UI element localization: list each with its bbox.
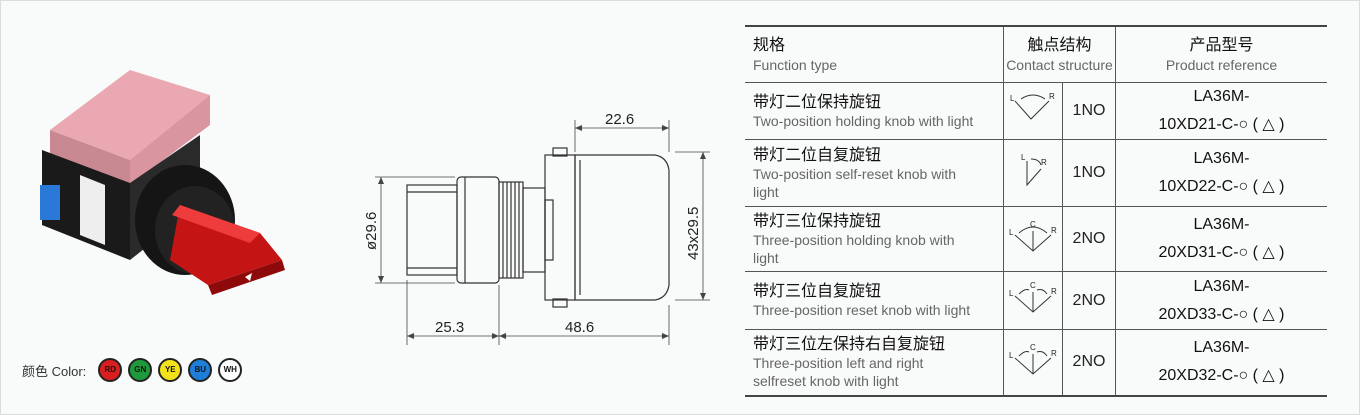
product-photo [40, 70, 285, 295]
contact-diagram: L C R [1003, 271, 1063, 330]
contact-value: 1NO [1062, 82, 1116, 140]
header-function-cn: 规格 [753, 36, 786, 54]
color-code: RD [104, 365, 117, 374]
product-cell: LA36M- 10XD22-C-○ ( △ ) [1115, 139, 1327, 207]
contact-value: 1NO [1062, 139, 1116, 207]
svg-text:C: C [1030, 220, 1036, 229]
contact-diagram: L C R [1003, 329, 1063, 396]
function-cell: 带灯三位保持旋钮 Three-position holding knob wit… [745, 206, 1004, 272]
contact-value: 2NO [1062, 206, 1116, 272]
function-en: Two-position self-reset knob with light [753, 165, 957, 200]
model-line-1: LA36M- [1193, 216, 1250, 233]
table-row: 带灯二位保持旋钮 Two-position holding knob with … [745, 82, 1327, 140]
function-cell: 带灯二位保持旋钮 Two-position holding knob with … [745, 82, 1004, 140]
contact-diagram: L R [1003, 139, 1063, 207]
color-label: 颜色 Color: [22, 363, 87, 379]
model-symbol: ○ ( △ ) [1238, 367, 1285, 385]
dimension-drawing: 22.6 ø29.6 43x29.5 25.3 48.6 [363, 111, 710, 345]
svg-text:L: L [1010, 94, 1015, 103]
function-cn: 带灯三位自复旋钮 [753, 283, 882, 300]
function-en: Two-position holding knob with light [753, 112, 974, 129]
model-line-2: 20XD31-C- [1158, 244, 1239, 261]
spec-table: 规格 Function type 触点结构 Contact structure … [745, 25, 1327, 397]
product-cell: LA36M- 20XD32-C-○ ( △ ) [1115, 329, 1327, 396]
three-position-left-hold-diagram-icon: L C R [1009, 343, 1057, 375]
svg-text:C: C [1030, 281, 1036, 290]
header-contact-cn: 触点结构 [1027, 36, 1092, 54]
model-symbol: ○ ( △ ) [1238, 178, 1285, 195]
model-line-2: 10XD22-C- [1158, 178, 1239, 195]
contact-value: 2NO [1062, 329, 1116, 396]
contact-value: 2NO [1062, 271, 1116, 330]
color-swatch-green: GN [128, 358, 153, 382]
svg-text:C: C [1030, 343, 1036, 352]
table-row: 带灯三位保持旋钮 Three-position holding knob wit… [745, 206, 1327, 272]
function-cn: 带灯三位保持旋钮 [753, 212, 882, 230]
function-cell: 带灯三位左保持右自复旋钮 Three-position left and rig… [745, 329, 1004, 396]
header-function-en: Function type [753, 56, 838, 73]
three-position-hold-diagram-icon: L C R [1009, 220, 1057, 252]
product-cell: LA36M- 20XD31-C-○ ( △ ) [1115, 206, 1327, 272]
model-line-2: 20XD33-C- [1158, 305, 1239, 323]
product-cell: LA36M- 10XD21-C-○ ( △ ) [1115, 82, 1327, 140]
dim-top: 22.6 [605, 111, 634, 128]
model-line-1: LA36M- [1193, 88, 1250, 105]
three-position-reset-diagram-icon: L C R [1009, 281, 1057, 313]
color-options: 颜色 Color: RD GN YE BU WH [22, 358, 243, 382]
function-cell: 带灯三位自复旋钮 Three-position reset knob with … [745, 271, 1004, 330]
color-swatch-blue: BU [188, 358, 213, 382]
function-cn: 带灯二位自复旋钮 [753, 146, 882, 164]
two-position-hold-diagram-icon: L R [1010, 92, 1055, 120]
model-line-1: LA36M- [1193, 277, 1250, 295]
table-row: 带灯三位自复旋钮 Three-position reset knob with … [745, 271, 1327, 330]
model-symbol: ○ ( △ ) [1238, 116, 1285, 133]
dim-diameter: ø29.6 [363, 212, 380, 250]
function-cell: 带灯二位自复旋钮 Two-position self-reset knob wi… [745, 139, 1004, 207]
model-symbol: ○ ( △ ) [1238, 305, 1285, 323]
svg-text:L: L [1021, 153, 1026, 162]
table-header-row: 规格 Function type 触点结构 Contact structure … [745, 26, 1327, 83]
contact-diagram: L R [1003, 82, 1063, 140]
color-code: WH [223, 365, 237, 374]
model-line-1: LA36M- [1193, 150, 1250, 167]
model-line-2: 20XD32-C- [1158, 367, 1239, 385]
color-code: BU [194, 365, 207, 374]
svg-text:R: R [1049, 92, 1055, 101]
header-contact: 触点结构 Contact structure [1003, 26, 1116, 83]
header-contact-en: Contact structure [1006, 56, 1113, 73]
svg-text:L: L [1009, 289, 1014, 298]
svg-text:L: L [1009, 351, 1014, 360]
function-en: Three-position holding knob with light [753, 231, 955, 266]
dim-right: 43x29.5 [685, 207, 702, 260]
model-line-2: 10XD21-C- [1158, 116, 1239, 133]
product-cell: LA36M- 20XD33-C-○ ( △ ) [1115, 271, 1327, 330]
dim-bottom-left: 25.3 [435, 319, 464, 336]
model-line-1: LA36M- [1193, 339, 1250, 357]
dim-bottom-right: 48.6 [565, 319, 594, 336]
color-code: YE [164, 365, 176, 374]
header-product-cn: 产品型号 [1189, 36, 1254, 54]
table-row: 带灯三位左保持右自复旋钮 Three-position left and rig… [745, 329, 1327, 396]
svg-text:R: R [1041, 158, 1047, 167]
svg-text:L: L [1009, 228, 1014, 237]
contact-diagram: L C R [1003, 206, 1063, 272]
header-function: 规格 Function type [745, 26, 1004, 83]
table-row: 带灯二位自复旋钮 Two-position self-reset knob wi… [745, 139, 1327, 207]
header-product-en: Product reference [1165, 56, 1278, 73]
color-swatch-white: WH [218, 358, 243, 382]
svg-text:R: R [1051, 349, 1057, 358]
svg-text:R: R [1051, 287, 1057, 296]
function-cn: 带灯二位保持旋钮 [753, 93, 882, 111]
function-en: Three-position left and right selfreset … [753, 354, 924, 389]
header-product: 产品型号 Product reference [1115, 26, 1327, 83]
function-cn: 带灯三位左保持右自复旋钮 [753, 335, 946, 353]
two-position-reset-diagram-icon: L R [1021, 153, 1047, 186]
svg-text:R: R [1051, 226, 1057, 235]
color-swatch-yellow: YE [158, 358, 183, 382]
function-en: Three-position reset knob with light [753, 302, 971, 318]
model-symbol: ○ ( △ ) [1238, 244, 1285, 261]
color-swatch-red: RD [98, 358, 123, 382]
color-code: GN [134, 365, 147, 374]
